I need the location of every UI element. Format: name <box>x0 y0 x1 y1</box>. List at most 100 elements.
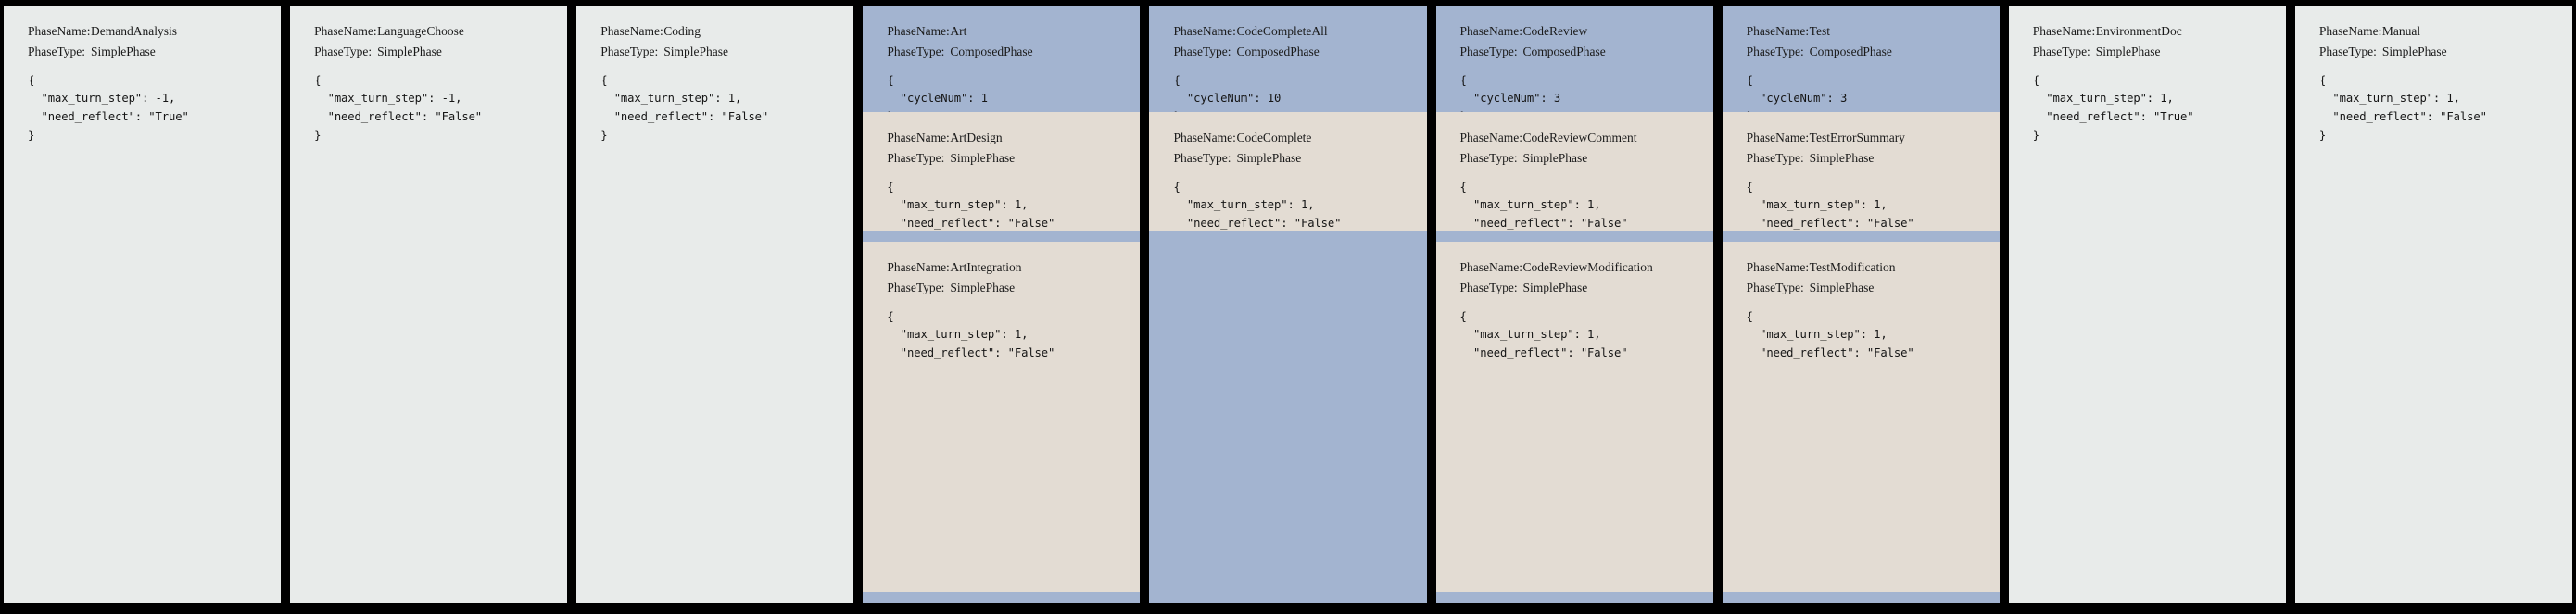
spacer <box>1747 169 2000 179</box>
phase-name-label: PhaseName: <box>1746 260 1810 274</box>
phase-name-value: LanguageChoose <box>377 24 464 38</box>
subphase-separator <box>1722 231 2000 242</box>
phase-config-json: { "max_turn_step": 1, "need_reflect": "F… <box>1746 180 1914 231</box>
phase-type-label: PhaseType: <box>28 44 86 58</box>
phase-name-value: Test <box>1809 24 1830 38</box>
phase-name-label: PhaseName: <box>2032 24 2096 38</box>
phase-config-json: { "max_turn_step": -1, "need_reflect": "… <box>28 73 189 143</box>
phase-name-row: PhaseName:CodeComplete <box>1173 128 1426 148</box>
phase-type-value: SimplePhase <box>1236 150 1302 165</box>
phase-card-filler <box>1149 231 1427 603</box>
spacer <box>1747 62 2000 72</box>
phase-name-value: TestModification <box>1809 260 1896 274</box>
phase-type-label: PhaseType: <box>1459 280 1518 294</box>
phase-name-label: PhaseName: <box>1746 131 1810 144</box>
phase-name-label: PhaseName: <box>887 131 950 144</box>
phase-name-label: PhaseName: <box>28 24 91 38</box>
phase-name-label: PhaseName: <box>2318 24 2382 38</box>
phase-name-row: PhaseName:CodeCompleteAll <box>1173 21 1426 42</box>
phase-type-row: PhaseType:SimplePhase <box>28 42 281 62</box>
phase-type-row: PhaseType:SimplePhase <box>887 148 1140 169</box>
phase-config-json: { "max_turn_step": 1, "need_reflect": "F… <box>600 73 769 143</box>
phase-type-row: PhaseType: SimplePhase <box>314 42 567 62</box>
phase-config-json: { "max_turn_step": 1, "need_reflect": "F… <box>1459 309 1628 360</box>
phase-name-label: PhaseName: <box>887 260 950 274</box>
phase-name-row: PhaseName:Art <box>887 21 1140 42</box>
spacer <box>1173 62 1426 72</box>
phase-name-value: Coding <box>663 24 701 38</box>
phase-type-row: PhaseType:SimplePhase <box>1173 148 1426 169</box>
phase-name-row: PhaseName:TestModification <box>1747 257 2000 278</box>
spacer <box>1747 298 2000 308</box>
spacer <box>887 298 1140 308</box>
phase-config-json: { "max_turn_step": 1, "need_reflect": "F… <box>1459 180 1628 231</box>
phase-config-json: { "cycleNum": 10 } <box>1173 73 1282 112</box>
phase-config-json: { "max_turn_step": 1, "need_reflect": "F… <box>1173 180 1342 231</box>
composed-phase-footer-strip <box>863 592 1141 603</box>
phase-type-row: PhaseType:SimplePhase <box>1460 278 1713 298</box>
phase-type-label: PhaseType: <box>887 150 945 165</box>
phase-name-row: PhaseName:DemandAnalysis <box>28 21 281 42</box>
phase-type-row: PhaseType:SimplePhase <box>2033 42 2286 62</box>
phase-name-label: PhaseName: <box>1459 131 1523 144</box>
phase-type-label: PhaseType: <box>2032 44 2090 58</box>
phase-name-row: PhaseName:Coding <box>600 21 853 42</box>
phase-type-row: PhaseType:SimplePhase <box>1747 148 2000 169</box>
spacer <box>887 62 1140 72</box>
subphase-separator <box>1435 231 1713 242</box>
phase-config-json: { "max_turn_step": 1, "need_reflect": "F… <box>2318 73 2487 143</box>
phase-name-label: PhaseName: <box>600 24 663 38</box>
phase-name-row: PhaseName:CodeReviewComment <box>1460 128 1713 148</box>
phase-type-value: ComposedPhase <box>1236 44 1320 58</box>
phase-name-value: TestErrorSummary <box>1809 131 1905 144</box>
spacer <box>887 169 1140 179</box>
spacer <box>600 62 853 72</box>
phase-type-value: ComposedPhase <box>1809 44 1892 58</box>
phase-name-label: PhaseName: <box>1459 260 1523 274</box>
phase-type-label: PhaseType: <box>1459 150 1518 165</box>
phase-type-label: PhaseType: <box>314 44 373 58</box>
phase-type-label: PhaseType: <box>1746 150 1804 165</box>
phase-type-row: PhaseType:ComposedPhase <box>1747 42 2000 62</box>
phase-name-row: PhaseName:TestErrorSummary <box>1747 128 2000 148</box>
phase-type-row: PhaseType:SimplePhase <box>1460 148 1713 169</box>
spacer <box>314 62 567 72</box>
phase-name-row: PhaseName:CodeReview <box>1460 21 1713 42</box>
phase-type-row: PhaseType:ComposedPhase <box>887 42 1140 62</box>
phase-type-value: SimplePhase <box>377 44 442 58</box>
subphase-separator <box>863 231 1141 242</box>
phase-name-value: Manual <box>2381 24 2421 38</box>
